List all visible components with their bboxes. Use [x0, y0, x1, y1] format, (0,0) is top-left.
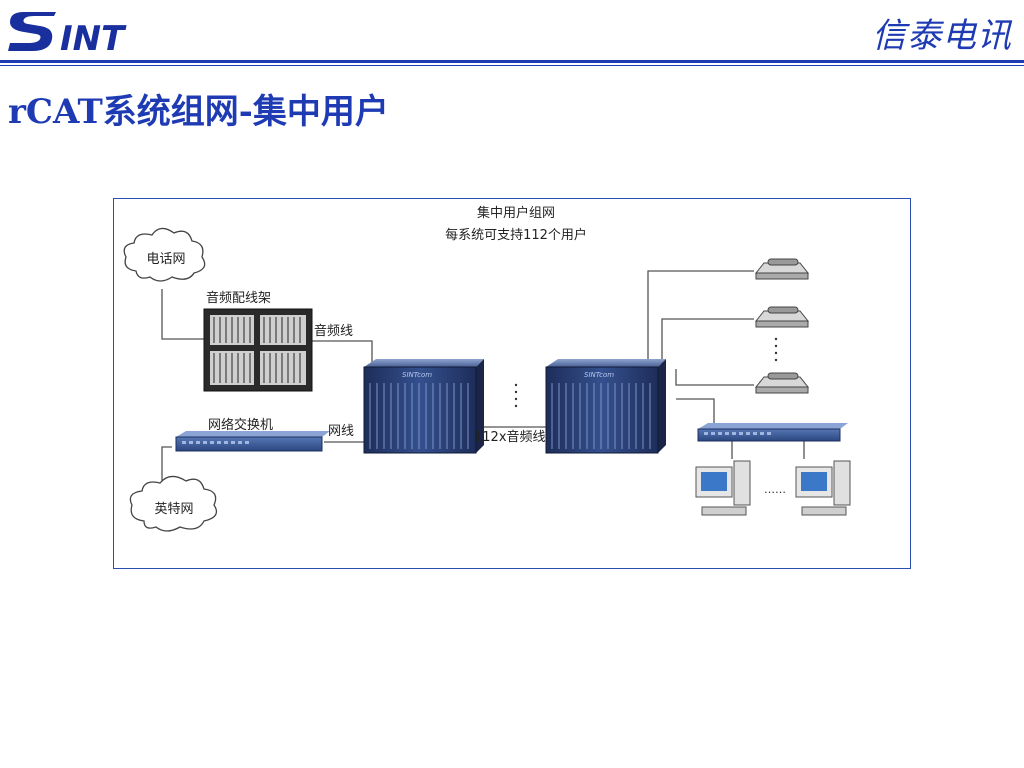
network-diagram: 集中用户组网 每系统可支持112个用户: [113, 198, 911, 569]
phone-network-cloud: 电话网: [123, 227, 206, 282]
sint-logo: INT: [8, 12, 127, 58]
diagram-caption-line1: 集中用户组网: [477, 205, 555, 221]
chassis-brand-left: SINTcom: [402, 371, 432, 379]
diagram-caption-line2: 每系统可支持112个用户: [445, 227, 587, 243]
audio-112-label: 112x音频线: [474, 429, 546, 445]
rcat-chassis-right: SINTcom: [545, 359, 666, 454]
connection-lines: [161, 270, 805, 489]
rcat-chassis-left: SINTcom: [363, 359, 484, 454]
audio-frame-label: 音频配线架: [206, 290, 271, 306]
internet-label: 英特网: [154, 502, 193, 517]
network-switch-right: [697, 423, 848, 442]
telephone-2: [754, 306, 810, 328]
net-line-label: 网线: [328, 424, 354, 439]
header-rule-thin: [0, 65, 1024, 66]
header-rule: [0, 60, 1024, 63]
audio-line-label: 音频线: [314, 323, 353, 339]
logo-text: INT: [60, 19, 127, 58]
chassis-brand-right: SINTcom: [584, 371, 614, 379]
slide-title: rCAT系统组网-集中用户: [8, 92, 389, 132]
switch-label: 网络交换机: [208, 417, 273, 433]
computer-2: [795, 460, 851, 516]
phone-network-label: 电话网: [146, 252, 185, 267]
diagram-canvas: 集中用户组网 每系统可支持112个用户: [123, 205, 851, 532]
audio-distribution-frame: [203, 308, 313, 392]
telephone-1: [754, 258, 810, 280]
dots-between-phones: [774, 337, 778, 362]
telephone-3: [754, 372, 810, 394]
network-switch-left: [175, 431, 330, 452]
pc-dots: ……: [764, 483, 786, 496]
dots-between-chassis: [514, 383, 518, 408]
brand-name: 信泰电讯: [872, 16, 1012, 56]
computer-1: [695, 460, 751, 516]
internet-cloud: 英特网: [129, 475, 218, 532]
